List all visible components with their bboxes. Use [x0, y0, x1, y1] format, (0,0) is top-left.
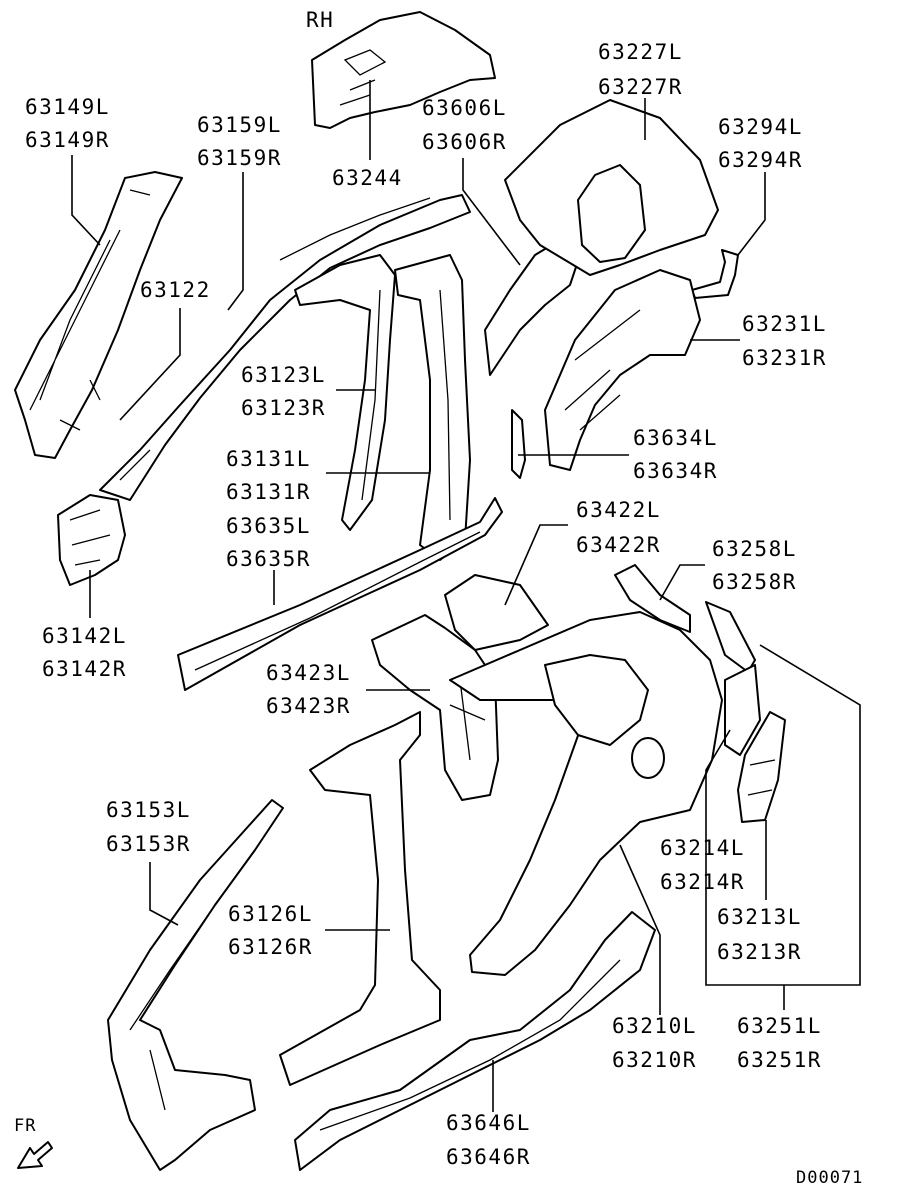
part-63422-shape [444, 574, 549, 651]
label-63646-r: 63646R [446, 1145, 531, 1169]
label-63149-l: 63149L [25, 95, 110, 119]
label-63423-l: 63423L [266, 661, 351, 685]
label-63606-l: 63606L [422, 96, 507, 120]
part-63258-shape [614, 564, 691, 633]
label-63131-r: 63131R [226, 480, 311, 504]
label-63126-l: 63126L [228, 902, 313, 926]
part-63153-shape [107, 799, 284, 1171]
label-63423-r: 63423R [266, 694, 351, 718]
part-63294-shape [691, 249, 739, 299]
label-63159-r: 63159R [197, 146, 282, 170]
label-63142-r: 63142R [42, 657, 127, 681]
direction-label: FR [14, 1116, 37, 1136]
part-63159-shape [99, 194, 471, 501]
part-63606-shape [484, 239, 581, 376]
label-63227-r: 63227R [598, 75, 683, 99]
label-63634-r: 63634R [633, 459, 718, 483]
label-63123-r: 63123R [241, 396, 326, 420]
part-63646-shape [294, 911, 656, 1171]
part-63149-shape [14, 171, 183, 459]
label-63214-l: 63214L [660, 836, 745, 860]
label-63258-r: 63258R [712, 570, 797, 594]
label-63244: 63244 [332, 166, 403, 190]
label-63131-l: 63131L [226, 447, 311, 471]
label-63294-l: 63294L [718, 115, 803, 139]
label-63635-r: 63635R [226, 547, 311, 571]
label-63635-l: 63635L [226, 514, 311, 538]
label-63142-l: 63142L [42, 624, 127, 648]
label-63149-r: 63149R [25, 128, 110, 152]
label-63213-l: 63213L [717, 905, 802, 929]
label-63159-l: 63159L [197, 113, 282, 137]
label-63294-r: 63294R [718, 148, 803, 172]
label-63153-r: 63153R [106, 832, 191, 856]
part-63231-shape [544, 269, 701, 471]
part-63244-shape [311, 11, 496, 129]
label-63258-l: 63258L [712, 537, 797, 561]
part-63210-shape [449, 611, 723, 976]
side-label: RH [306, 8, 335, 32]
label-63213-r: 63213R [717, 940, 802, 964]
part-63142-shape [57, 494, 126, 586]
part-63213-shape [737, 711, 786, 823]
part-63227-shape [504, 99, 719, 276]
part-63635-shape [177, 497, 503, 691]
label-63251-r: 63251R [737, 1048, 822, 1072]
label-63123-l: 63123L [241, 363, 326, 387]
label-63210-r: 63210R [612, 1048, 697, 1072]
label-63126-r: 63126R [228, 935, 313, 959]
label-63214-r: 63214R [660, 870, 745, 894]
reference-code: D00071 [796, 1168, 864, 1188]
label-63634-l: 63634L [633, 426, 718, 450]
label-63251-l: 63251L [737, 1014, 822, 1038]
label-63422-r: 63422R [576, 533, 661, 557]
label-63227-l: 63227L [598, 40, 683, 64]
label-63646-l: 63646L [446, 1111, 531, 1135]
direction-arrow [17, 1141, 53, 1169]
label-63210-l: 63210L [612, 1014, 697, 1038]
label-63231-l: 63231L [742, 312, 827, 336]
part-63214-shape [705, 601, 761, 756]
label-63122: 63122 [140, 278, 211, 302]
label-63422-l: 63422L [576, 498, 661, 522]
leader-lines [71, 80, 861, 1112]
part-63126-shape [279, 711, 441, 1086]
part-63634-shape [511, 409, 526, 479]
label-63231-r: 63231R [742, 346, 827, 370]
label-63606-r: 63606R [422, 130, 507, 154]
label-63153-l: 63153L [106, 798, 191, 822]
